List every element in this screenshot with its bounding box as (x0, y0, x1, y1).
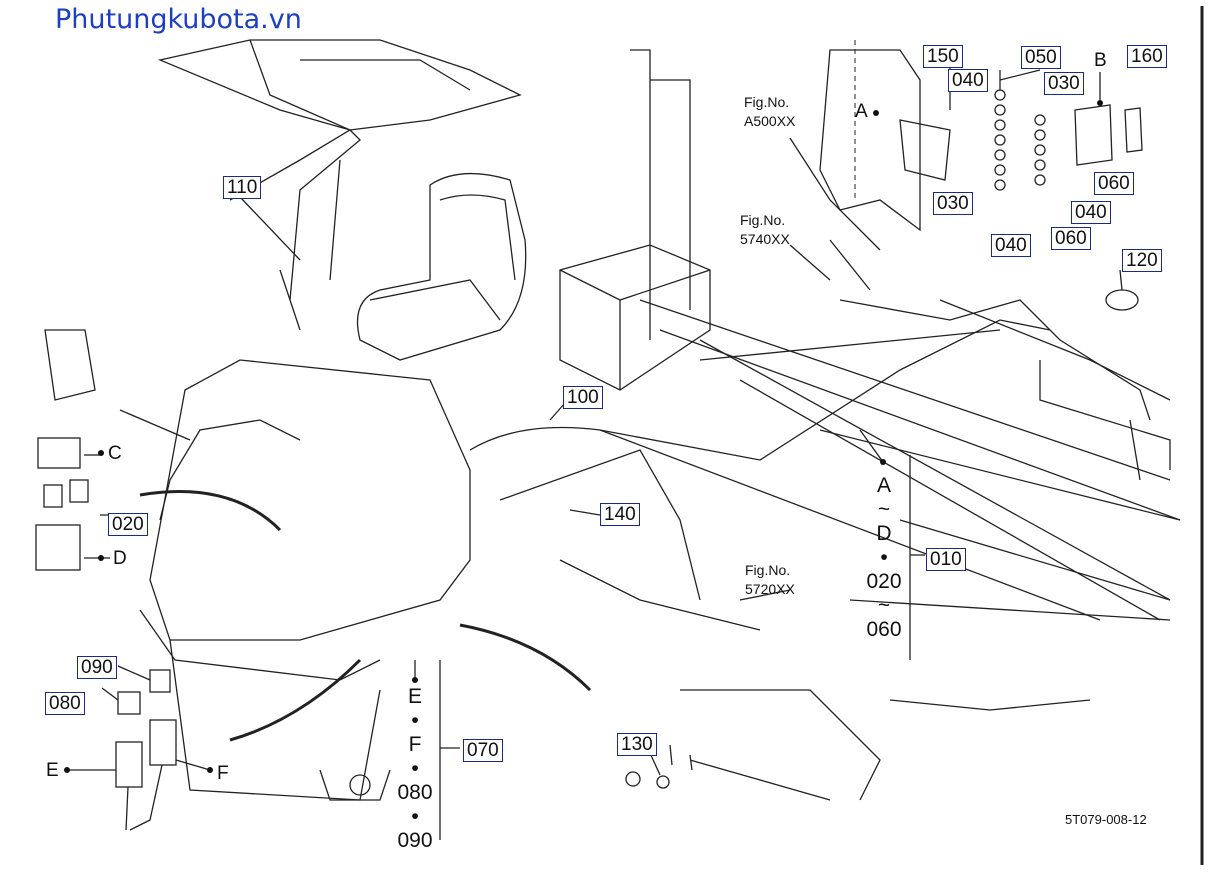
letter-b: B (1094, 50, 1107, 71)
group-010-item: D (876, 522, 892, 545)
group-070-item: F (408, 733, 422, 756)
group-010-item: • (880, 546, 888, 569)
letter-d: D (113, 548, 127, 569)
group-010-list: A ~ D • 020 ~ 060 (864, 474, 904, 642)
callout-160[interactable]: 160 (1127, 45, 1167, 68)
callout-030-bottom[interactable]: 030 (933, 192, 973, 215)
fig-ref-a500-line1: Fig.No. (744, 94, 790, 110)
callout-040-right[interactable]: 040 (1071, 201, 1111, 224)
callout-040-bottom[interactable]: 040 (991, 234, 1031, 257)
callout-080[interactable]: 080 (45, 692, 85, 715)
callout-120[interactable]: 120 (1122, 249, 1162, 272)
group-010-item: 060 (866, 618, 902, 641)
group-010-item: ~ (877, 594, 891, 617)
callout-060-bottom[interactable]: 060 (1051, 227, 1091, 250)
fig-ref-a500-line2: A500XX (744, 113, 796, 129)
callout-070[interactable]: 070 (463, 739, 503, 762)
callout-040-top[interactable]: 040 (948, 69, 988, 92)
site-watermark: Phutungkubota.vn (55, 4, 302, 35)
group-070-item: 080 (397, 781, 433, 804)
group-070-item: • (411, 805, 419, 828)
fig-ref-5720-line2: 5720XX (745, 581, 795, 597)
fig-ref-5740-line2: 5740XX (740, 231, 790, 247)
group-070-item: • (411, 757, 419, 780)
group-070-list: E • F • 080 • 090 (394, 685, 436, 853)
drawing-code: 5T079-008-12 (1065, 812, 1147, 827)
callout-140[interactable]: 140 (600, 503, 640, 526)
group-010-item: ~ (877, 498, 891, 521)
callout-130[interactable]: 130 (617, 733, 657, 756)
fig-ref-5740-line1: Fig.No. (740, 212, 786, 228)
callout-060-right[interactable]: 060 (1094, 172, 1134, 195)
callout-010[interactable]: 010 (926, 548, 966, 571)
group-010-item: A (876, 474, 891, 497)
letter-f: F (217, 763, 229, 784)
letter-c: C (108, 443, 122, 464)
callout-100[interactable]: 100 (563, 386, 603, 409)
callout-150[interactable]: 150 (923, 45, 963, 68)
fig-ref-5720-line1: Fig.No. (745, 562, 791, 578)
letter-a: A (855, 101, 868, 122)
callout-020[interactable]: 020 (108, 513, 148, 536)
callout-050[interactable]: 050 (1021, 46, 1061, 69)
group-070-item: • (411, 709, 419, 732)
group-010-item: 020 (866, 570, 902, 593)
letter-e: E (46, 760, 59, 781)
callout-030-top[interactable]: 030 (1044, 72, 1084, 95)
group-070-item: E (407, 685, 422, 708)
group-070-item: 090 (397, 829, 433, 852)
callout-090[interactable]: 090 (77, 656, 117, 679)
callout-110[interactable]: 110 (223, 176, 262, 199)
